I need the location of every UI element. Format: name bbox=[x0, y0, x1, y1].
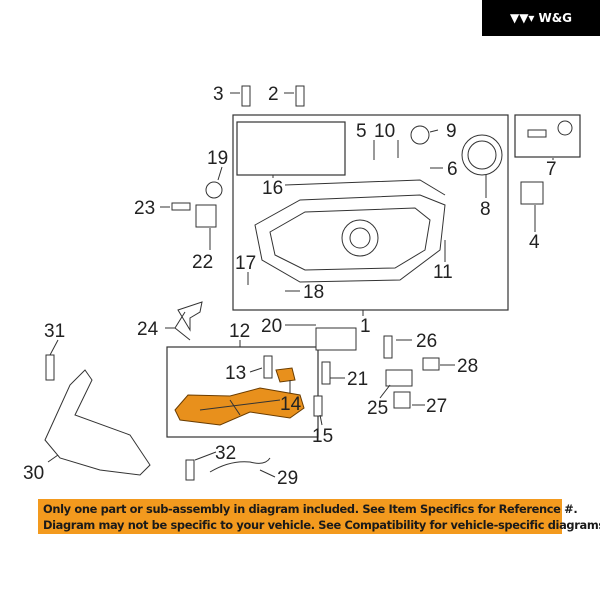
callout-1: 1 bbox=[360, 316, 371, 337]
callout-9: 9 bbox=[446, 121, 457, 142]
module-22-part bbox=[195, 204, 217, 228]
callout-30: 30 bbox=[23, 463, 44, 484]
bracket-30-part bbox=[44, 369, 151, 476]
callout-11: 11 bbox=[433, 262, 453, 283]
callout-14: 14 bbox=[280, 394, 302, 415]
disclaimer-line-2: Diagram may not be specific to your vehi… bbox=[43, 518, 600, 532]
callout-24: 24 bbox=[137, 319, 159, 340]
part-16-box bbox=[236, 121, 346, 176]
logo-text: W&G bbox=[538, 11, 573, 25]
callout-7: 7 bbox=[546, 159, 557, 180]
callout-31: 31 bbox=[44, 321, 65, 342]
part-7-box bbox=[514, 114, 581, 158]
callout-28: 28 bbox=[457, 356, 478, 377]
callout-18: 18 bbox=[303, 282, 324, 303]
screws bbox=[45, 85, 547, 481]
callout-13: 13 bbox=[225, 363, 246, 384]
callout-6: 6 bbox=[447, 159, 458, 180]
callout-5: 5 bbox=[356, 121, 367, 142]
callout-26: 26 bbox=[416, 331, 437, 352]
callout-2: 2 bbox=[268, 84, 279, 105]
headlamp-bracket-highlighted-part bbox=[174, 387, 305, 426]
callout-21: 21 bbox=[347, 369, 368, 390]
callout-27: 27 bbox=[426, 396, 447, 417]
triangles-logo-icon: ▼▼▾ bbox=[509, 11, 535, 25]
callout-23: 23 bbox=[134, 198, 155, 219]
callout-32: 32 bbox=[215, 443, 236, 464]
callout-25: 25 bbox=[367, 398, 388, 419]
callout-10: 10 bbox=[374, 121, 395, 142]
callout-22: 22 bbox=[192, 252, 213, 273]
callout-29: 29 bbox=[277, 468, 298, 489]
callout-17: 17 bbox=[235, 253, 256, 274]
callout-4: 4 bbox=[529, 232, 540, 253]
headlamp-part bbox=[254, 179, 446, 283]
ballast-20-part bbox=[315, 327, 357, 351]
bulb-4-part bbox=[520, 181, 544, 205]
headlamp-assembly-box bbox=[232, 114, 509, 311]
callout-20: 20 bbox=[261, 316, 282, 337]
callout-12: 12 bbox=[229, 321, 250, 342]
callout-19: 19 bbox=[207, 148, 228, 169]
brand-logo: ▼▼▾ W&G bbox=[482, 0, 600, 36]
callout-8: 8 bbox=[480, 199, 491, 220]
disclaimer-banner: Only one part or sub-assembly in diagram… bbox=[38, 499, 600, 534]
callout-15: 15 bbox=[312, 426, 333, 447]
ring-part bbox=[410, 125, 430, 145]
leader-lines bbox=[47, 92, 554, 478]
disclaimer-line-1: Only one part or sub-assembly in diagram… bbox=[43, 502, 578, 516]
callout-3: 3 bbox=[213, 84, 224, 105]
connector-24-part bbox=[177, 301, 203, 332]
part-12-box bbox=[166, 346, 319, 438]
callout-16: 16 bbox=[262, 178, 283, 199]
